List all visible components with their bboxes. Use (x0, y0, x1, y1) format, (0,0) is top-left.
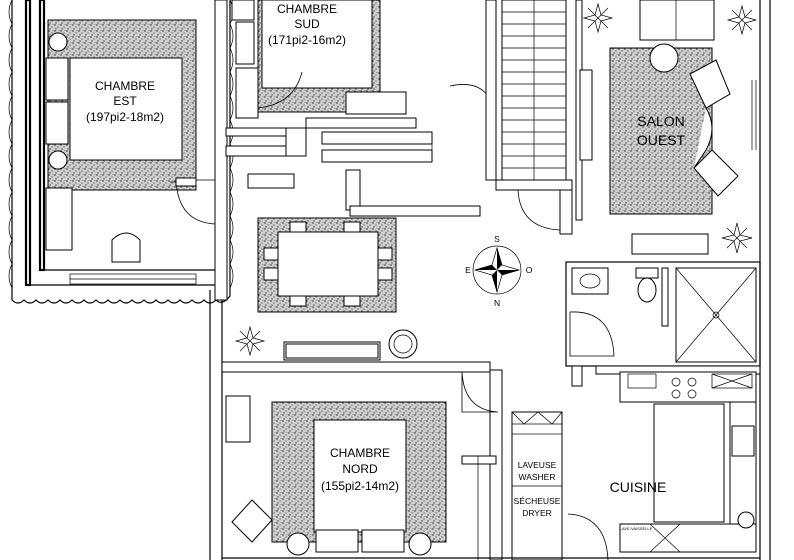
salon-ouest: SALON OUEST (575, 0, 739, 255)
bed (313, 419, 407, 533)
dishwasher (619, 523, 757, 553)
room-label-chambre-est-line1: CHAMBRE (95, 79, 155, 93)
burner-icon (671, 389, 681, 399)
chambre-sud: CHAMBRE SUD (171pi2-16m2) (235, 0, 407, 119)
armchair (231, 499, 273, 543)
dresser (45, 187, 73, 251)
stool-icon (737, 511, 755, 529)
armchair-top-right (689, 59, 731, 109)
toilet-bowl (637, 277, 657, 303)
desk (225, 395, 251, 443)
room-area-chambre-nord: (155pi2-14m2) (321, 479, 399, 493)
room-label-chambre-sud-line2: SUD (294, 17, 320, 31)
laundry: LAVEUSE WASHER SÉCHEUSE DRYER (511, 411, 609, 560)
laundry-dryer-fr: SÉCHEUSE (514, 496, 561, 506)
toilet-tank (635, 267, 659, 279)
room-label-chambre-nord-line2: NORD (342, 462, 378, 476)
bookshelf (579, 69, 593, 161)
laundry-dryer-en: DRYER (522, 508, 552, 518)
bath-door-swing (569, 311, 615, 357)
dresser (235, 67, 259, 119)
room-area-chambre-est: (197pi2-18m2) (86, 110, 164, 124)
laundry-washer-en: WASHER (519, 472, 556, 482)
compass-east: E (465, 265, 471, 275)
door-swing (257, 70, 303, 109)
room-label-salon-line1: SALON (637, 113, 684, 129)
pillow-bottom (45, 101, 69, 145)
plant-icon (234, 325, 266, 357)
partition-est-sud (214, 0, 255, 301)
sofa-curve (693, 107, 713, 169)
plant-icon (726, 4, 758, 36)
sink-vanity (571, 267, 609, 295)
laundry-washer-fr: LAVEUSE (518, 460, 557, 470)
bed (69, 57, 183, 161)
sofa-area (283, 329, 418, 361)
counter-right (729, 401, 757, 527)
counter-top (619, 371, 757, 403)
window-sill (69, 273, 197, 285)
room-label-chambre-nord-line1: CHAMBRE (330, 446, 390, 460)
round-chair (388, 329, 418, 359)
kitchen-island (653, 403, 725, 523)
compass-west: O (526, 265, 533, 275)
nightstand-lamp-top (48, 32, 68, 52)
compass-south: N (494, 298, 500, 308)
lower-walls (221, 361, 761, 560)
room-label-chambre-sud-line1: CHAMBRE (277, 2, 337, 16)
burner-icon (687, 389, 697, 399)
stair-door-swing (517, 189, 561, 231)
burner-icon (687, 377, 697, 387)
kitchen-sink (731, 425, 755, 457)
nightstand-lamp-right (408, 532, 432, 556)
room-label-salon-line2: OUEST (637, 132, 686, 148)
pillow-right (361, 529, 405, 553)
side-table-top (649, 43, 679, 73)
room-label-chambre-est-line2: EST (113, 94, 137, 108)
dining-table (277, 231, 379, 297)
revision-cloud-outline (8, 0, 234, 304)
room-area-chambre-sud: (171pi2-16m2) (268, 33, 346, 47)
chair (111, 232, 141, 263)
pillow-top (45, 57, 69, 101)
chambre-est: CHAMBRE EST (197pi2-18m2) (45, 19, 216, 263)
tv-console (631, 233, 709, 255)
plant-icon (582, 2, 614, 34)
armchair-bottom-right (693, 149, 739, 197)
hallway-walls (225, 0, 497, 217)
nord-door-swing (461, 371, 499, 413)
compass-north: S (494, 234, 500, 244)
plant-icon (721, 222, 753, 254)
nightstand-lamp-bottom (48, 150, 68, 170)
dining-area (257, 217, 397, 313)
pillow-left (315, 529, 359, 553)
kitchen: LAVE-VAISSELLE CUISINE (610, 371, 757, 553)
dishwasher-tag: LAVE-VAISSELLE (620, 526, 653, 531)
bathroom (565, 261, 761, 367)
bed (261, 0, 373, 89)
room-label-cuisine: CUISINE (610, 479, 667, 495)
compass-rose-icon: S N E O (465, 234, 533, 308)
nightstand-lamp-left (286, 532, 310, 556)
staircase (495, 0, 573, 235)
chambre-nord: CHAMBRE NORD (155pi2-14m2) (225, 395, 447, 556)
burner-icon (671, 377, 681, 387)
laundry-door-swing (567, 513, 609, 560)
